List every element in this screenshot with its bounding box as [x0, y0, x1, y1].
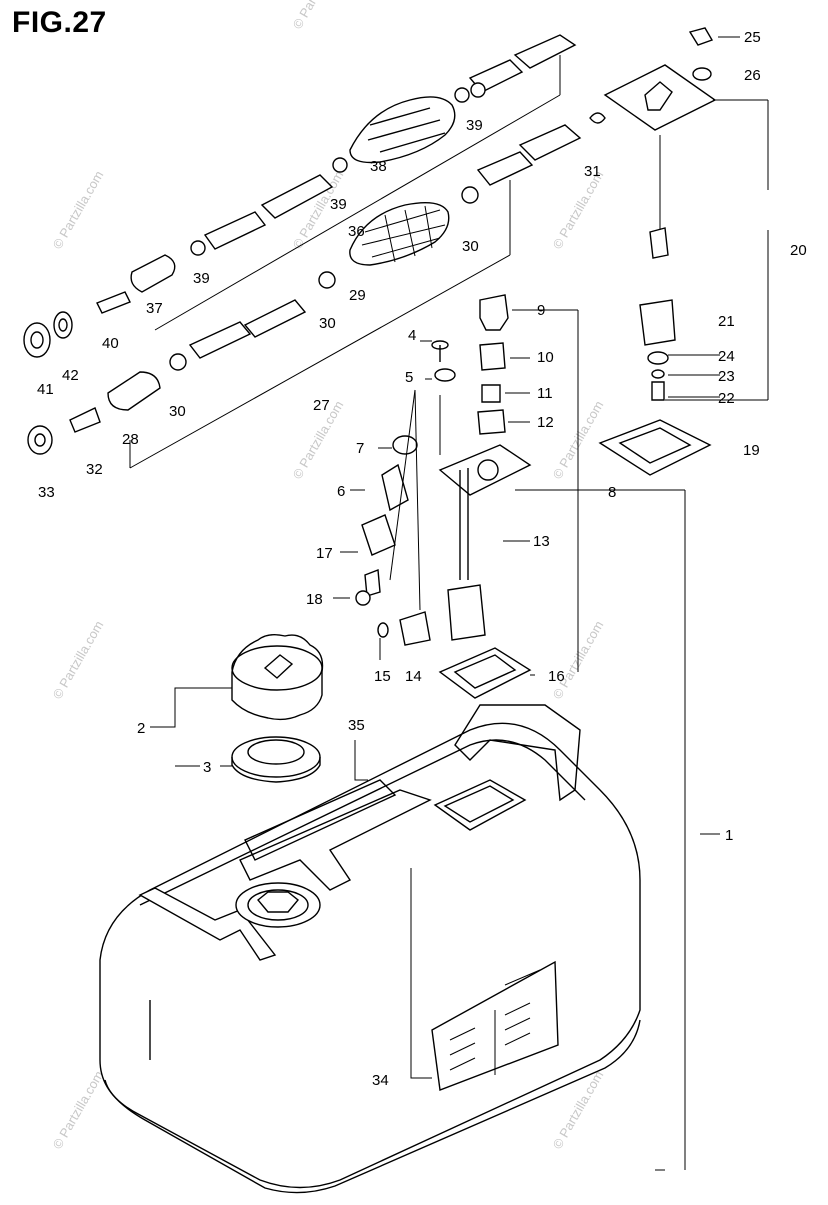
- watermark-text: © Partzilla.com: [50, 1068, 107, 1151]
- callout-label: 40: [102, 335, 119, 352]
- pickup-assembly: [355, 294, 579, 699]
- figure-title: FIG.27: [12, 6, 107, 39]
- callout-label: 21: [718, 313, 735, 330]
- callout-label: 7: [356, 440, 364, 457]
- cap-gasket: [231, 736, 321, 783]
- leader-lines: [150, 36, 740, 1079]
- watermark-text: © Partzilla.com: [50, 618, 107, 701]
- callout-label: 11: [537, 385, 553, 402]
- callout-label: 4: [408, 327, 416, 344]
- callout-label: 35: [348, 717, 365, 734]
- callout-label: 34: [372, 1072, 389, 1089]
- tank-cap: [231, 633, 324, 721]
- callout-label: 24: [718, 348, 735, 365]
- callout-label: 32: [86, 461, 103, 478]
- callout-label: 3: [203, 759, 211, 776]
- callout-label: 22: [718, 390, 735, 407]
- callout-label: 19: [743, 442, 760, 459]
- callout-label: 26: [744, 67, 761, 84]
- tank-leader: [515, 489, 686, 1171]
- callout-label: 5: [405, 369, 413, 386]
- callout-label: 20: [790, 242, 807, 259]
- hose-assembly-lower: [69, 124, 582, 469]
- callout-label: 30: [319, 315, 336, 332]
- callout-label: 2: [137, 720, 145, 737]
- callout-label: 39: [466, 117, 483, 134]
- callout-label: 36: [348, 223, 365, 240]
- small-fittings-left: [23, 311, 73, 455]
- callout-label: 17: [316, 545, 333, 562]
- callout-label: 37: [146, 300, 163, 317]
- callout-label: 42: [62, 367, 79, 384]
- connector-assembly: [589, 27, 769, 476]
- callout-label: 30: [462, 238, 479, 255]
- watermark-text: © Partzilla.com: [50, 168, 107, 251]
- callout-label: 9: [537, 302, 545, 319]
- callout-label: 1: [725, 827, 733, 844]
- callout-label: 31: [584, 163, 601, 180]
- watermark-text: © Partzilla.com: [550, 168, 607, 251]
- callout-label: 23: [718, 368, 735, 385]
- callout-label: 28: [122, 431, 139, 448]
- callout-label: 18: [306, 591, 323, 608]
- callout-label: 38: [370, 158, 387, 175]
- fuel-tank: [99, 704, 641, 1194]
- callout-label: 8: [608, 484, 616, 501]
- callout-label: 14: [405, 668, 422, 685]
- callout-label: 16: [548, 668, 565, 685]
- callout-label: 15: [374, 668, 391, 685]
- callout-label: 30: [169, 403, 186, 420]
- callout-label: 29: [349, 287, 366, 304]
- callout-label: 12: [537, 414, 554, 431]
- callout-label: 27: [313, 397, 330, 414]
- watermark-text: © Partzilla.com: [290, 0, 347, 32]
- callout-label: 41: [37, 381, 54, 398]
- callout-label: 39: [193, 270, 210, 287]
- watermark-text: © Partzilla.com: [550, 1068, 607, 1151]
- hose-assembly-upper: [96, 34, 577, 331]
- callout-label: 10: [537, 349, 554, 366]
- callout-label: 13: [533, 533, 550, 550]
- callout-label: 25: [744, 29, 761, 46]
- callout-label: 33: [38, 484, 55, 501]
- callout-label: 6: [337, 483, 345, 500]
- callout-label: 39: [330, 196, 347, 213]
